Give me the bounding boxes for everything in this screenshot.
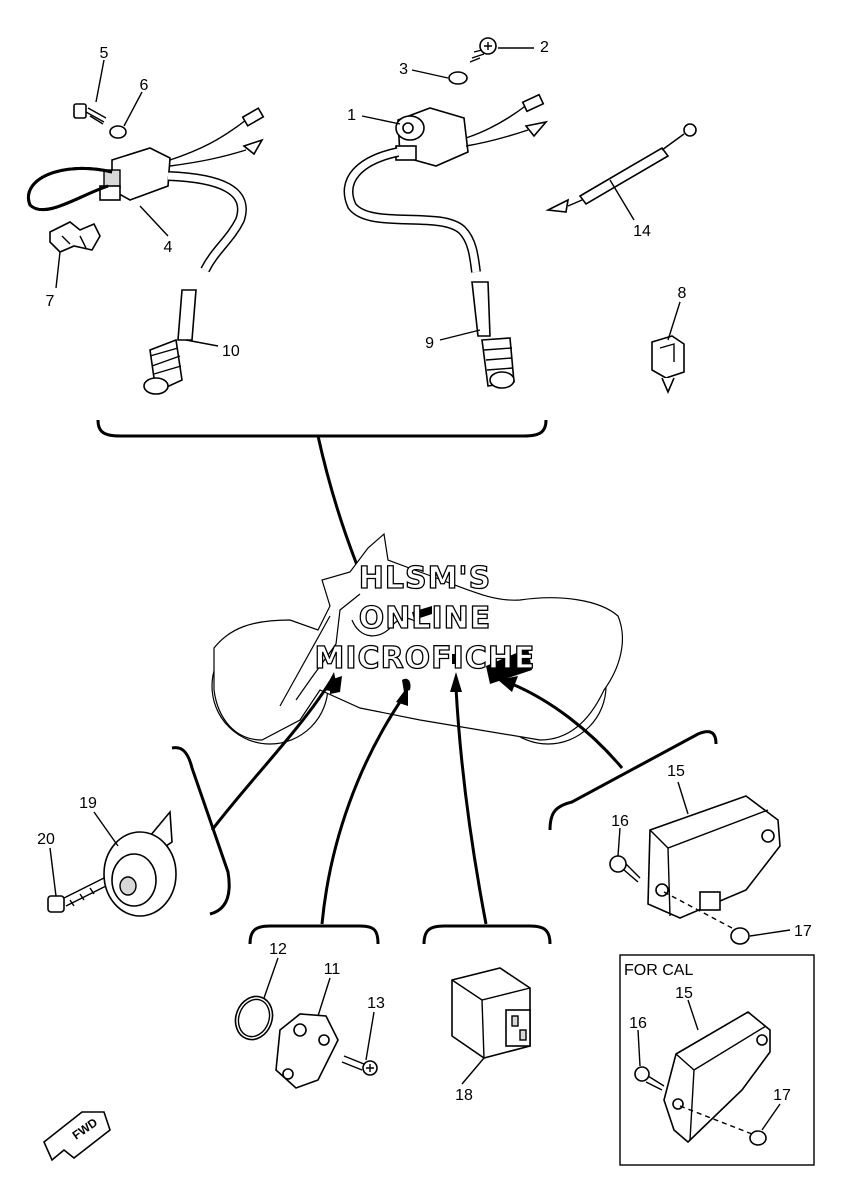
clip-7-icon [49, 221, 101, 253]
callout-16: 16 [611, 813, 629, 830]
callout-19: 19 [79, 795, 97, 812]
callout-17: 17 [794, 923, 812, 940]
ignition-coil-right [343, 37, 549, 389]
washer-3-icon [448, 71, 468, 85]
for-cal-inset-frame [619, 954, 815, 1166]
callout-14: 14 [633, 223, 651, 240]
washer-6-icon [109, 125, 127, 139]
screw-5-icon [73, 103, 107, 125]
sensor-11-icon [275, 1013, 339, 1089]
watermark-line-2: ONLINE [359, 601, 492, 636]
o-ring-12-icon [234, 995, 274, 1041]
screw-13-icon [341, 1055, 378, 1076]
callout-1: 1 [347, 107, 356, 124]
screw-16-cal-icon [634, 1066, 665, 1091]
callout-17-cal: 17 [773, 1087, 791, 1104]
rectifier-15-icon [647, 795, 781, 929]
nut-17-cal-icon [749, 1130, 767, 1146]
callout-9: 9 [425, 335, 434, 352]
callout-15-cal: 15 [675, 985, 693, 1002]
bolt-20-icon [47, 877, 107, 913]
plug-cap-10-icon [143, 289, 197, 395]
clamp-8-icon [651, 335, 685, 395]
nut-17-icon [730, 927, 750, 945]
callout-4: 4 [164, 239, 173, 256]
plug-cap-9-icon [471, 281, 515, 389]
callout-18: 18 [455, 1087, 473, 1104]
callout-11: 11 [324, 961, 341, 978]
callout-15: 15 [667, 763, 685, 780]
callout-3: 3 [399, 61, 408, 78]
callout-7: 7 [46, 293, 55, 310]
rectifier-15-cal-icon [663, 1011, 771, 1144]
relay-18-icon [451, 967, 531, 1059]
callout-5: 5 [100, 45, 109, 62]
fwd-arrow-icon: FWD [43, 1111, 111, 1162]
callout-6: 6 [140, 77, 149, 94]
screw-2-icon [469, 37, 497, 63]
screw-16-icon [609, 855, 641, 883]
lead-wire-14-icon [545, 123, 697, 213]
callout-8: 8 [678, 285, 687, 302]
callout-20: 20 [37, 831, 55, 848]
ignition-coil-left [27, 103, 265, 395]
callout-2: 2 [540, 39, 549, 56]
inset-title: FOR CAL [624, 962, 693, 979]
watermark-line-3: MICROFICHE [315, 641, 536, 676]
callout-13: 13 [367, 995, 385, 1012]
callout-12: 12 [269, 941, 287, 958]
callout-16-cal: 16 [629, 1015, 647, 1032]
callout-10: 10 [222, 343, 240, 360]
horn-19-icon [103, 809, 177, 917]
watermark-line-1: HLSM'S [359, 561, 491, 596]
